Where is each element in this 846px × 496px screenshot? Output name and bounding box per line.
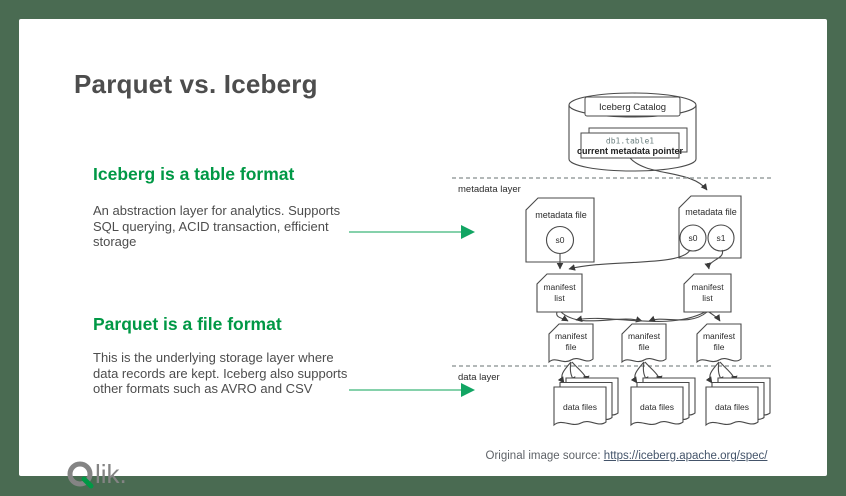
- manifest-file-label: file: [566, 342, 577, 352]
- paragraph-line: This is the underlying storage layer whe…: [93, 350, 334, 365]
- snapshot-circle: [679, 224, 707, 252]
- catalog-label-box: [584, 96, 681, 117]
- paragraph-line: An abstraction layer for analytics. Supp…: [93, 203, 341, 218]
- source-link[interactable]: https://iceberg.apache.org/spec/: [603, 450, 768, 462]
- metadata-file-left: metadata file s0: [525, 197, 595, 263]
- catalog-title: Iceberg Catalog: [599, 102, 666, 113]
- manifest-list-label: manifest: [543, 282, 576, 292]
- data-files-label: data files: [640, 402, 674, 412]
- manifest-list-right: manifest list: [683, 273, 732, 313]
- qlik-logo: lik.: [67, 457, 137, 496]
- manifest-list-label: manifest: [691, 282, 724, 292]
- pointer-arrow: [629, 157, 708, 191]
- source-label: Original image source:: [485, 450, 601, 462]
- paragraph-line: other formats such as AVRO and CSV: [93, 381, 313, 396]
- manifest-list-label: list: [554, 293, 565, 303]
- data-layer-label: data layer: [458, 372, 500, 383]
- heading-parquet: Parquet is a file format: [93, 314, 282, 334]
- iceberg-architecture-diagram: Iceberg Catalog db1.table1 current metad…: [349, 92, 771, 427]
- manifest-file-label: file: [714, 342, 725, 352]
- data-files-label: data files: [563, 402, 597, 412]
- pointer-caption: current metadata pointer: [577, 146, 684, 156]
- pointer-table-name: db1.table1: [606, 137, 654, 146]
- snapshot-s1-label: s1: [717, 233, 726, 243]
- arrow-s0-right-to-left-list: [568, 249, 691, 271]
- metadata-pointer-box: db1.table1 current metadata pointer: [577, 127, 688, 159]
- manifest-file-2: manifest file: [621, 323, 667, 364]
- paragraph-parquet: This is the underlying storage layer whe…: [93, 350, 347, 397]
- data-files-stack-3: data files: [705, 377, 771, 427]
- qlik-q-icon: [67, 461, 94, 489]
- metadata-file-right: metadata file s0 s1: [678, 195, 742, 259]
- metadata-file-label: metadata file: [535, 210, 587, 220]
- slide-canvas: Parquet vs. Iceberg Iceberg is a table f…: [19, 19, 827, 489]
- arrow-s1-to-right-list: [704, 249, 724, 270]
- manifest-file-label: manifest: [555, 331, 588, 341]
- qlik-wordmark: lik.: [95, 459, 127, 489]
- data-files-label: data files: [715, 402, 749, 412]
- data-files-stack-2: data files: [630, 377, 696, 427]
- paragraph-line: storage: [93, 234, 137, 249]
- snapshot-circle: [545, 225, 575, 255]
- data-files-stack-1: data files: [553, 377, 619, 427]
- manifest-file-label: manifest: [628, 331, 661, 341]
- metadata-file-label: metadata file: [685, 207, 737, 217]
- manifest-list-label: list: [702, 293, 713, 303]
- paragraph-line: SQL querying, ACID transaction, efficien…: [93, 218, 329, 234]
- snapshot-s0-label: s0: [689, 233, 698, 243]
- source-citation: Original image source: https://iceberg.a…: [439, 450, 814, 462]
- snapshot-s0-label: s0: [556, 235, 565, 245]
- manifest-file-3: manifest file: [696, 323, 742, 364]
- list-to-file-arrows: [556, 311, 721, 323]
- manifest-file-label: file: [639, 342, 650, 352]
- slide-title: Parquet vs. Iceberg: [74, 69, 318, 99]
- paragraph-iceberg: An abstraction layer for analytics. Supp…: [93, 203, 340, 250]
- manifest-file-1: manifest file: [548, 323, 594, 364]
- metadata-layer-label: metadata layer: [458, 184, 521, 195]
- snapshot-circle: [707, 224, 735, 252]
- heading-iceberg: Iceberg is a table format: [93, 164, 295, 184]
- manifest-list-left: manifest list: [536, 273, 583, 313]
- paragraph-line: data records are kept. Iceberg also supp…: [93, 365, 348, 381]
- manifest-file-label: manifest: [703, 331, 736, 341]
